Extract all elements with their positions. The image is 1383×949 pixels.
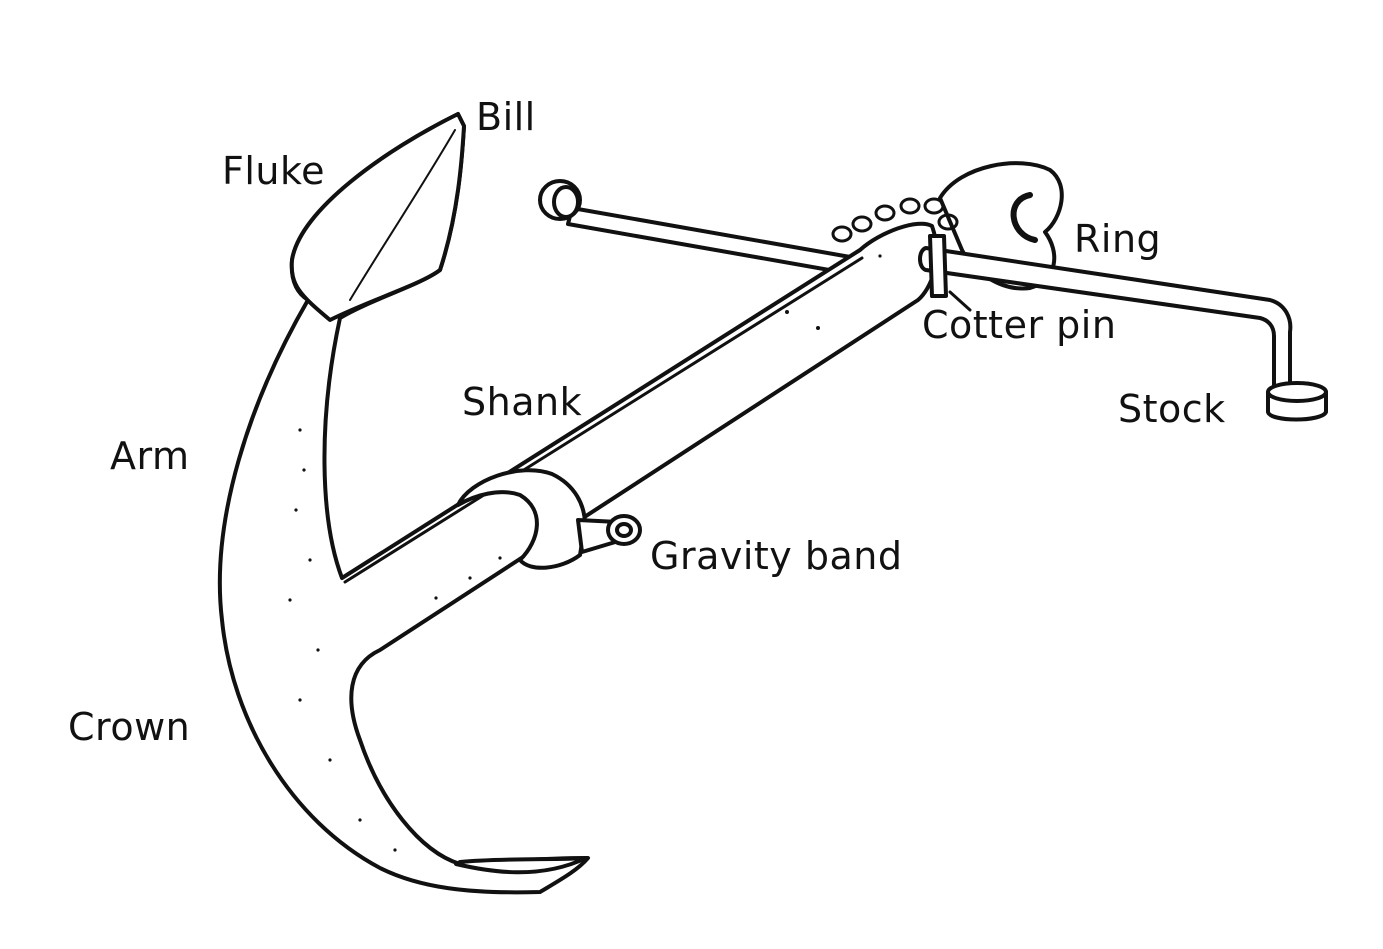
label-shank: Shank [462, 383, 582, 421]
stock-left-bar [540, 181, 856, 274]
label-cotter-pin: Cotter pin [922, 306, 1116, 344]
label-fluke: Fluke [222, 152, 325, 190]
label-crown: Crown [68, 708, 190, 746]
label-gravity-band: Gravity band [650, 537, 902, 575]
label-bill: Bill [476, 98, 536, 136]
label-arm: Arm [110, 437, 189, 475]
label-ring: Ring [1074, 220, 1161, 258]
label-stock: Stock [1118, 390, 1226, 428]
fluke-upper [292, 114, 464, 320]
